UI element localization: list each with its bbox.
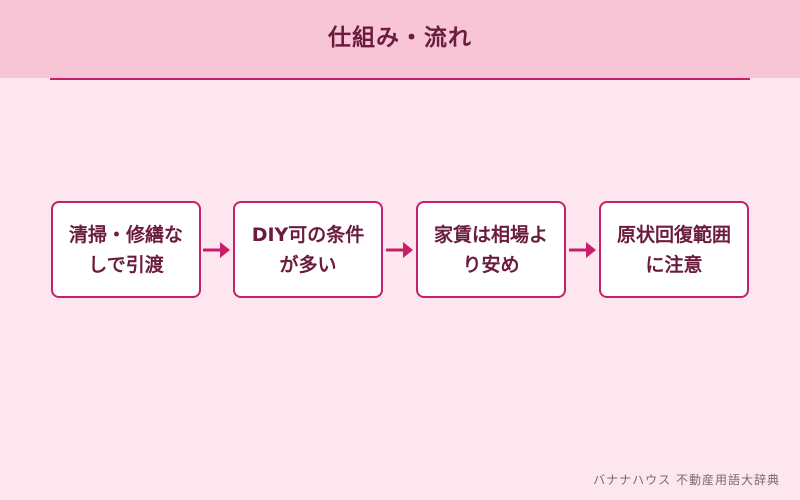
arrow-right-icon	[386, 242, 413, 258]
arrow-right-icon	[203, 242, 230, 258]
site-credit: バナナハウス 不動産用語大辞典	[593, 473, 780, 487]
header-band	[0, 0, 800, 78]
flow-step-3-label: 家賃は相場より安め	[433, 223, 548, 276]
flow-step-1-label: 清掃・修繕なしで引渡	[68, 223, 183, 276]
flow-step-1: 清掃・修繕なしで引渡	[51, 201, 201, 298]
flow-step-4-label: 原状回復範囲に注意	[616, 223, 731, 276]
arrow-right-icon	[569, 242, 596, 258]
flow-step-4: 原状回復範囲に注意	[599, 201, 749, 298]
flow-step-2: DIY可の条件が多い	[233, 201, 383, 298]
page-title: 仕組み・流れ	[328, 25, 472, 51]
flow-step-2-label: DIY可の条件が多い	[251, 223, 365, 276]
title-divider	[50, 78, 750, 80]
flow-step-3: 家賃は相場より安め	[416, 201, 566, 298]
